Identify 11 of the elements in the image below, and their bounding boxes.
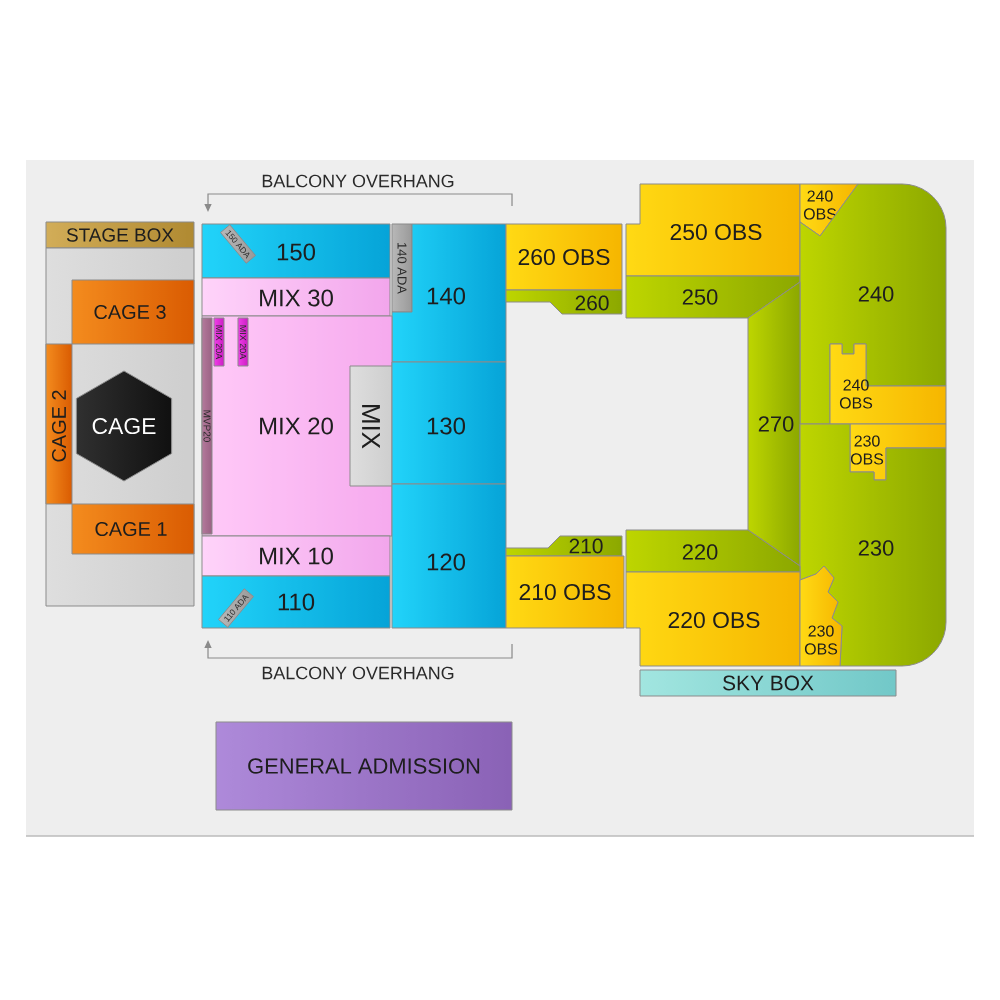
seating-section: MIX 10 — [201, 535, 391, 577]
seating-section: CAGE 3 — [71, 279, 195, 345]
area-label: BALCONY OVERHANG — [262, 666, 454, 680]
seating-section: 120 — [391, 483, 507, 629]
area-label: BALCONY OVERHANG — [262, 174, 454, 188]
seating-section: CAGE 1 — [71, 503, 195, 555]
seating-section: SKY BOX — [639, 669, 897, 697]
seating-section: CAGE 2 — [45, 343, 73, 505]
seating-section: GENERAL ADMISSION — [215, 721, 513, 811]
seating-section: MIX — [349, 365, 393, 487]
seating-section: STAGE BOX — [45, 221, 195, 249]
